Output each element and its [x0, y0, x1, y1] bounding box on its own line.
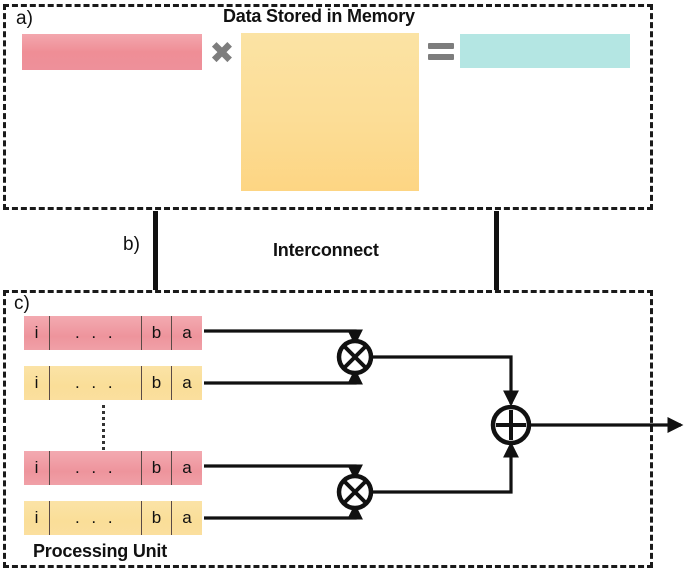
memory-matrix-block	[241, 33, 419, 191]
register-cell-a: a	[182, 373, 192, 392]
register-cell-a: a	[182, 323, 192, 342]
register-cell-i: i	[24, 451, 50, 485]
register-cell-dots: . . .	[50, 451, 142, 485]
register-cell-dots: . . .	[50, 501, 142, 535]
panel-c-label: c)	[14, 293, 30, 314]
register-cell-a: a	[182, 458, 192, 477]
register-row: i . . . b a	[24, 501, 202, 535]
memory-vector-block	[22, 34, 202, 70]
register-cell-i: i	[24, 501, 50, 535]
register-vertical-ellipsis	[102, 405, 105, 450]
equals-operator-icon	[428, 43, 454, 63]
panel-processing-unit	[3, 290, 653, 568]
panel-b-label: b)	[123, 234, 140, 255]
interconnect-bar-left	[153, 211, 158, 290]
processing-unit-title: Processing Unit	[33, 541, 168, 561]
register-row: i . . . b a	[24, 316, 202, 350]
interconnect-bar-right	[494, 211, 499, 290]
register-cell-b: b	[142, 451, 172, 485]
register-cell-i: i	[24, 316, 50, 350]
register-cell-dots: . . .	[50, 366, 142, 400]
register-cell-dots: . . .	[50, 316, 142, 350]
register-cell-b: b	[142, 501, 172, 535]
register-cell-i: i	[24, 366, 50, 400]
interconnect-title: Interconnect	[273, 240, 379, 260]
register-row: i . . . b a	[24, 451, 202, 485]
multiply-operator-icon: ✖	[209, 36, 235, 71]
panel-a-label: a)	[16, 8, 33, 29]
register-cell-a: a	[182, 508, 192, 527]
memory-result-block	[460, 34, 630, 68]
memory-title: Data Stored in Memory	[223, 6, 415, 26]
register-row: i . . . b a	[24, 366, 202, 400]
register-cell-b: b	[142, 316, 172, 350]
register-cell-b: b	[142, 366, 172, 400]
panel-memory	[3, 4, 653, 210]
